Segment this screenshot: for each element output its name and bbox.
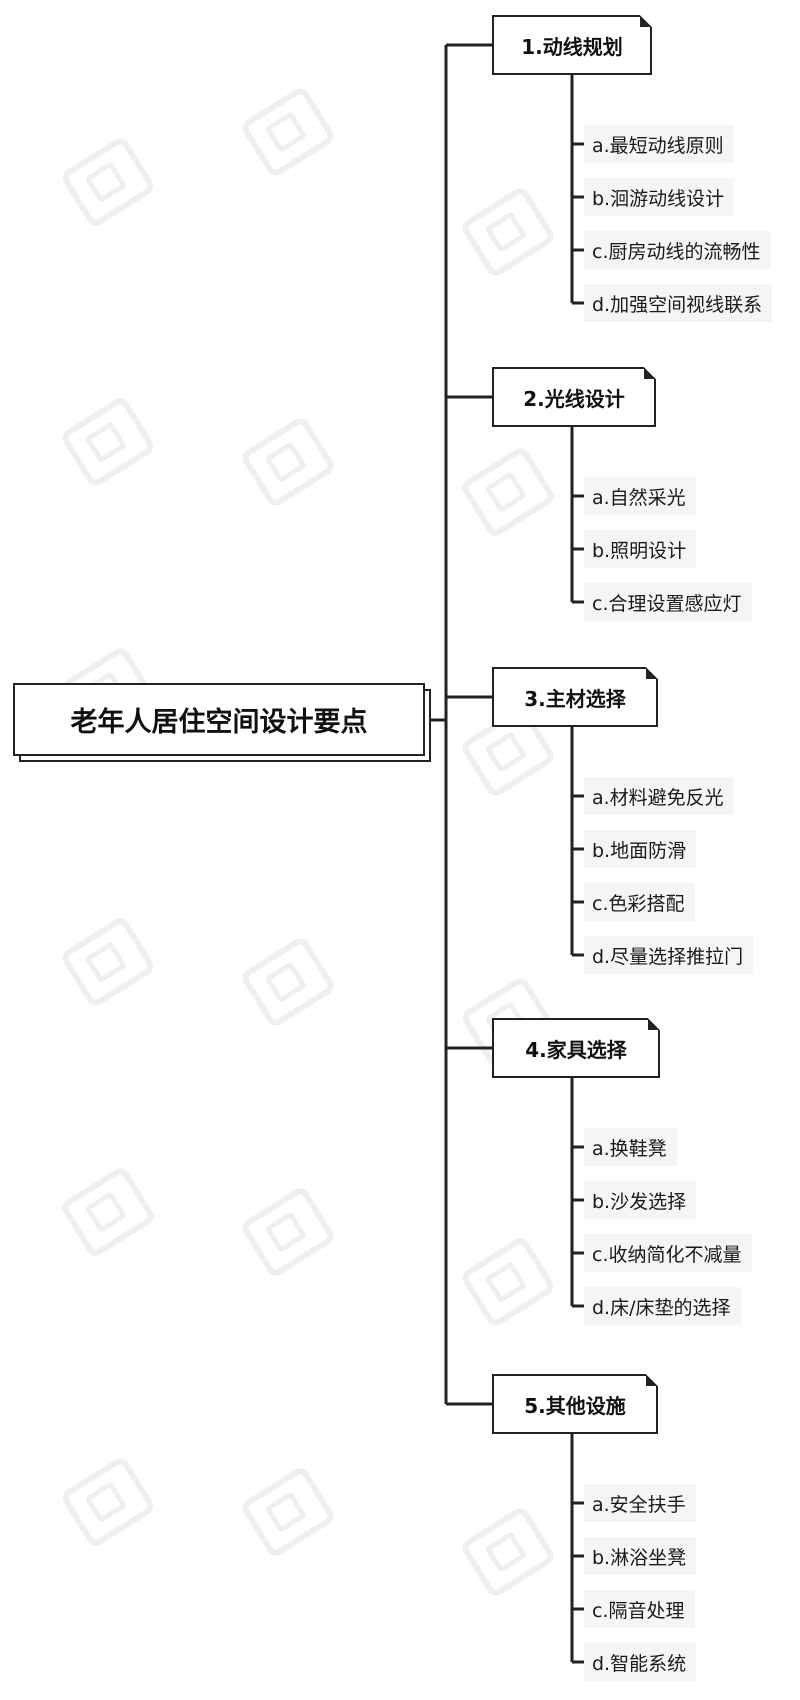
leaf-node[interactable]: c.收纳简化不减量 — [584, 1234, 752, 1272]
root-node[interactable]: 老年人居住空间设计要点 — [13, 683, 425, 756]
leaf-label: c.色彩搭配 — [592, 892, 685, 915]
leaf-node[interactable]: a.安全扶手 — [584, 1484, 696, 1522]
leaf-label: b.沙发选择 — [592, 1190, 687, 1213]
leaf-node[interactable]: a.自然采光 — [584, 477, 696, 515]
leaf-label: a.自然采光 — [592, 486, 686, 509]
branch-node[interactable]: 4.家具选择 — [492, 1018, 660, 1078]
leaf-node[interactable]: c.色彩搭配 — [584, 883, 695, 921]
branch-label: 1.动线规划 — [521, 34, 623, 59]
leaf-label: b.地面防滑 — [592, 839, 687, 862]
branch-label: 5.其他设施 — [524, 1393, 626, 1418]
branch-label: 3.主材选择 — [524, 686, 626, 711]
leaf-node[interactable]: b.地面防滑 — [584, 830, 697, 868]
leaf-node[interactable]: a.材料避免反光 — [584, 777, 734, 815]
leaf-label: d.加强空间视线联系 — [592, 293, 763, 316]
leaf-label: c.隔音处理 — [592, 1599, 685, 1622]
branch-node[interactable]: 5.其他设施 — [492, 1374, 658, 1434]
leaf-node[interactable]: b.洄游动线设计 — [584, 178, 735, 216]
branch-label: 4.家具选择 — [525, 1037, 627, 1062]
leaf-label: c.合理设置感应灯 — [592, 592, 742, 615]
leaf-node[interactable]: a.换鞋凳 — [584, 1128, 677, 1166]
branch-label: 2.光线设计 — [523, 386, 625, 411]
leaf-label: c.收纳简化不减量 — [592, 1243, 742, 1266]
leaf-node[interactable]: b.淋浴坐凳 — [584, 1537, 697, 1575]
leaf-label: b.照明设计 — [592, 539, 687, 562]
leaf-label: a.换鞋凳 — [592, 1137, 667, 1160]
branch-node[interactable]: 2.光线设计 — [492, 367, 656, 427]
leaf-label: d.尽量选择推拉门 — [592, 945, 744, 968]
leaf-label: b.淋浴坐凳 — [592, 1546, 687, 1569]
leaf-label: b.洄游动线设计 — [592, 187, 725, 210]
leaf-node[interactable]: d.加强空间视线联系 — [584, 284, 773, 322]
root-label: 老年人居住空间设计要点 — [70, 707, 368, 738]
branch-node[interactable]: 1.动线规划 — [492, 15, 652, 75]
leaf-node[interactable]: b.照明设计 — [584, 530, 697, 568]
leaf-node[interactable]: d.智能系统 — [584, 1643, 697, 1681]
leaf-label: a.安全扶手 — [592, 1493, 686, 1516]
leaf-label: a.最短动线原则 — [592, 134, 724, 157]
branch-node[interactable]: 3.主材选择 — [492, 667, 658, 727]
leaf-node[interactable]: b.沙发选择 — [584, 1181, 697, 1219]
leaf-node[interactable]: c.合理设置感应灯 — [584, 583, 752, 621]
leaf-node[interactable]: d.尽量选择推拉门 — [584, 936, 754, 974]
leaf-label: d.智能系统 — [592, 1652, 687, 1675]
leaf-label: d.床/床垫的选择 — [592, 1296, 731, 1319]
leaf-label: c.厨房动线的流畅性 — [592, 240, 761, 263]
leaf-node[interactable]: c.厨房动线的流畅性 — [584, 231, 771, 269]
leaf-node[interactable]: a.最短动线原则 — [584, 125, 734, 163]
leaf-node[interactable]: c.隔音处理 — [584, 1590, 695, 1628]
leaf-label: a.材料避免反光 — [592, 786, 724, 809]
leaf-node[interactable]: d.床/床垫的选择 — [584, 1287, 741, 1325]
